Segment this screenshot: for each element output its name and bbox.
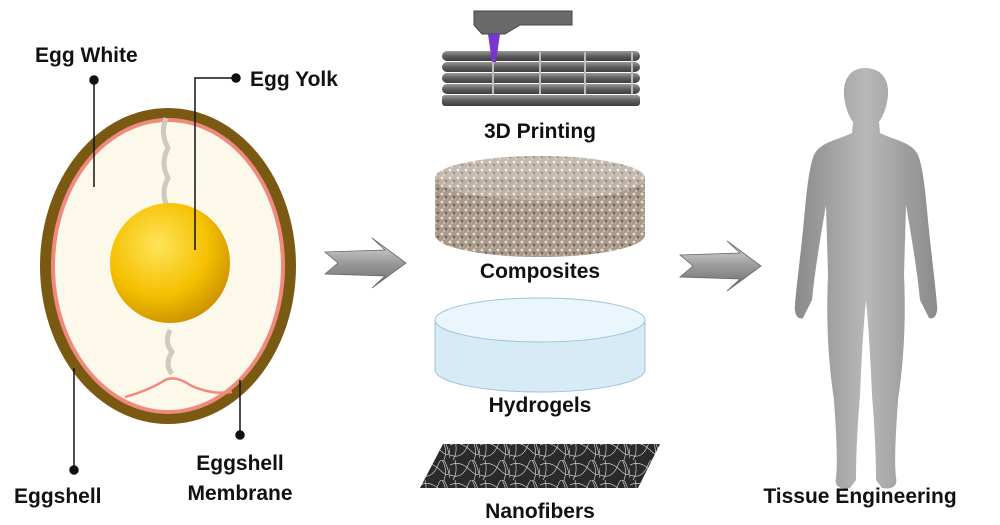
label-nanofibers: Nanofibers [485, 500, 595, 523]
arrow-right-icon [678, 240, 762, 292]
hydrogels-disk [434, 297, 646, 393]
3d-printing-illustration [442, 10, 640, 106]
label-3d-printing: 3D Printing [484, 120, 596, 143]
egg-illustration [40, 108, 296, 424]
label-membrane-line2: Membrane [187, 482, 292, 505]
composites-disk [435, 156, 645, 257]
label-membrane-line1: Eggshell [196, 452, 284, 475]
human-silhouette [794, 68, 938, 489]
callout-lines [69, 73, 245, 475]
nanofibers-mat [420, 444, 660, 488]
label-composites: Composites [480, 260, 600, 283]
air-cell-membrane [124, 377, 233, 399]
label-egg-yolk: Egg Yolk [250, 68, 338, 91]
chalaza-top [160, 117, 171, 210]
label-hydrogels: Hydrogels [489, 394, 592, 417]
yolk-shape [110, 203, 230, 323]
arrow-right-icon [323, 237, 407, 289]
label-eggshell: Eggshell [14, 485, 102, 508]
chalaza-bottom [164, 328, 176, 376]
label-egg-white: Egg White [35, 44, 138, 67]
label-tissue-engineering: Tissue Engineering [763, 485, 956, 508]
